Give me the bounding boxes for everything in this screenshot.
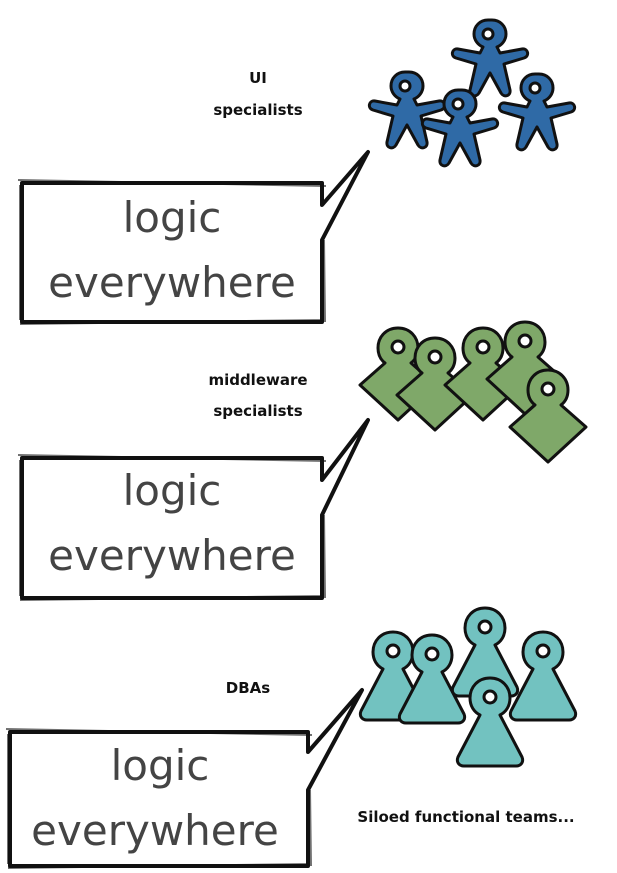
person-icon — [497, 72, 577, 152]
group-middleware-specialists: middleware specialists logic everywhere — [17, 320, 588, 601]
dbas-figures — [358, 606, 578, 768]
person-icon — [450, 18, 530, 98]
bubble-text-line-2: everywhere — [31, 806, 279, 855]
middleware-specialists-figures — [358, 320, 588, 464]
person-icon — [367, 70, 447, 150]
speech-bubble: logic everywhere — [17, 150, 370, 325]
group-dbas: DBAs logic everywhere — [5, 606, 578, 869]
group-label-line-1: middleware — [208, 371, 307, 389]
group-label-line-2: specialists — [213, 402, 302, 420]
bubble-text-line-2: everywhere — [48, 258, 296, 307]
caption: Siloed functional teams... — [357, 808, 574, 826]
speech-bubble: logic everywhere — [5, 688, 364, 869]
person-icon — [508, 630, 578, 722]
bubble-text-line-2: everywhere — [48, 531, 296, 580]
group-ui-specialists: UI specialists logic everywhere — [17, 18, 577, 325]
group-label-line-2: specialists — [213, 101, 302, 119]
group-label-line-1: UI — [249, 69, 267, 87]
bubble-text-line-1: logic — [111, 741, 210, 790]
speech-bubble: logic everywhere — [17, 418, 370, 601]
bubble-text-line-1: logic — [123, 466, 222, 515]
group-label-line-1: DBAs — [226, 679, 270, 697]
ui-specialists-figures — [367, 18, 577, 168]
bubble-text-line-1: logic — [123, 193, 222, 242]
